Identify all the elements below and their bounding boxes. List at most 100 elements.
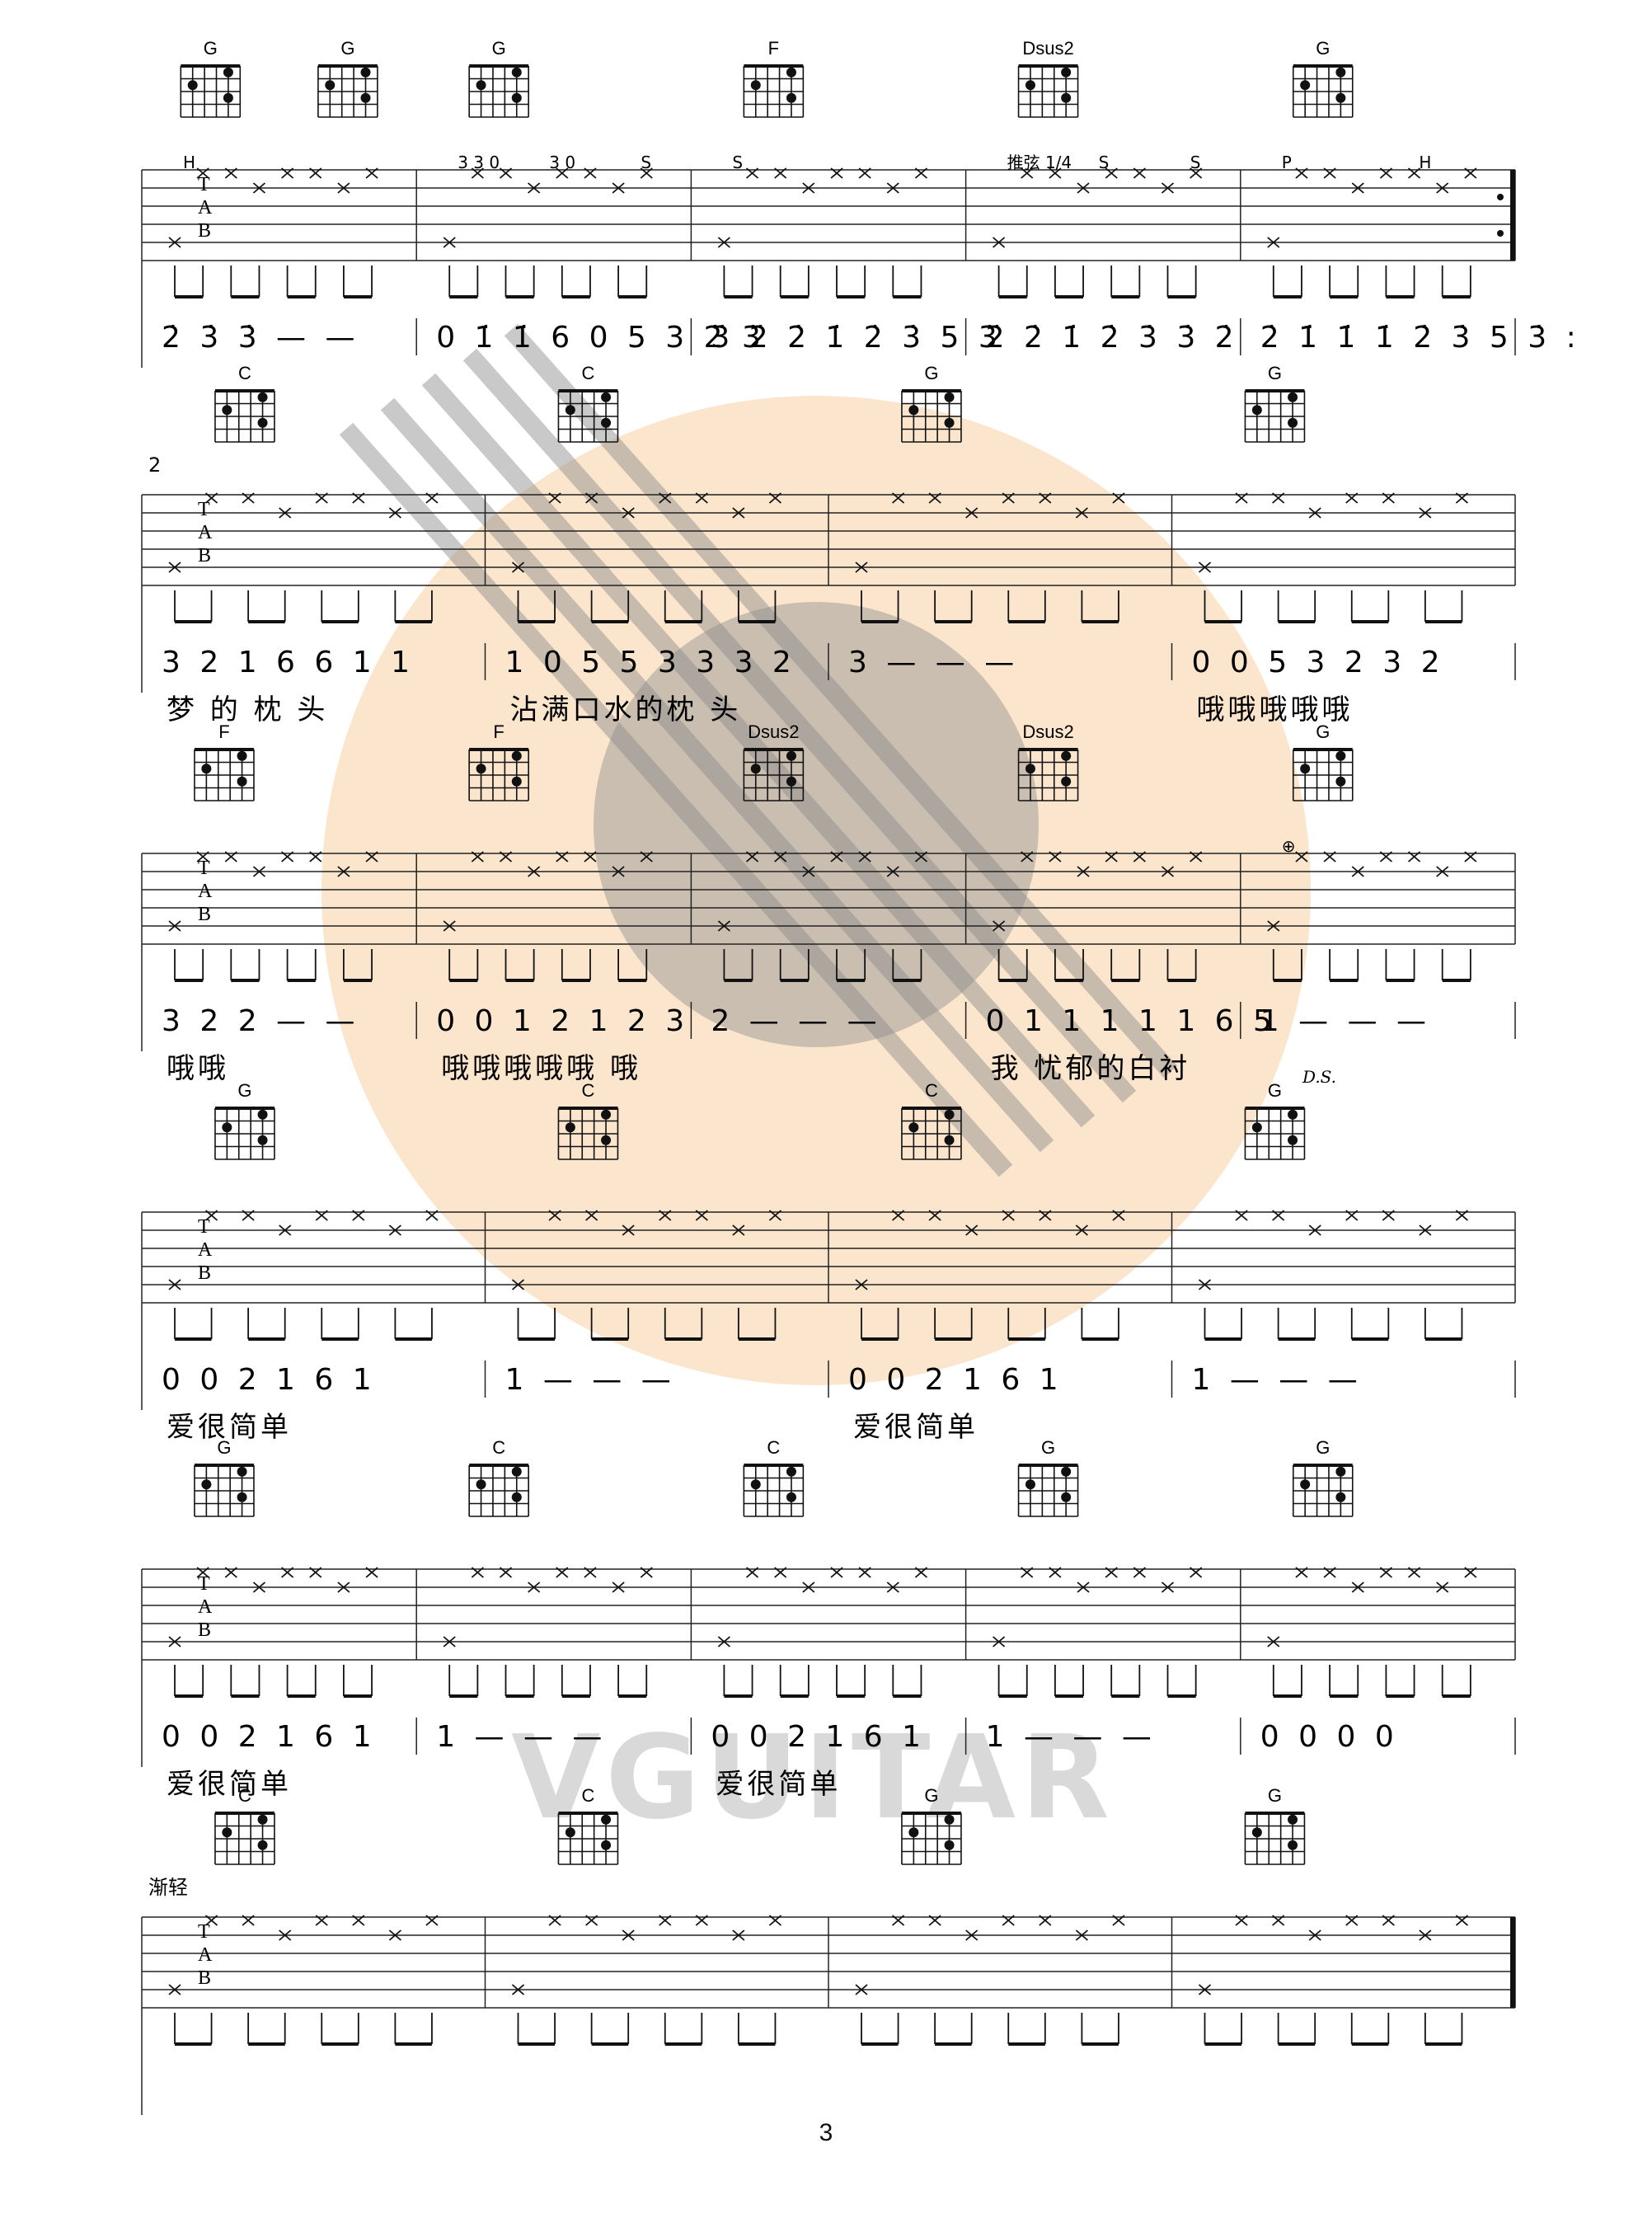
tab-clef: A: [198, 522, 213, 543]
note-x: [717, 237, 730, 248]
note-x: [965, 1224, 979, 1236]
chord-name: C: [238, 1785, 251, 1806]
finger-dot: [944, 1135, 955, 1145]
note-x: [196, 851, 209, 862]
finger-dot: [222, 1827, 232, 1838]
note-x: [1295, 851, 1308, 862]
finger-dot: [944, 417, 955, 428]
note-x: [993, 1636, 1006, 1647]
note-x: [622, 507, 635, 519]
note-x: [732, 1224, 745, 1236]
note-x: [802, 866, 815, 877]
page-number: 3: [819, 2119, 833, 2146]
note-x: [425, 492, 439, 504]
note-x: [717, 1636, 730, 1647]
finger-dot: [511, 1466, 522, 1477]
note-x: [1112, 1210, 1125, 1221]
finger-dot: [750, 764, 761, 774]
finger-dot: [750, 80, 761, 91]
note-x: [1295, 167, 1308, 179]
finger-dot: [565, 1122, 575, 1133]
note-x: [499, 1567, 513, 1578]
finger-dot: [1061, 776, 1072, 787]
note-x: [1308, 507, 1321, 519]
note-x: [1105, 167, 1118, 179]
note-x: [337, 866, 350, 877]
note-x: [365, 1567, 378, 1578]
jianpu-notation: 0 1 1 1 1 1 6 5: [986, 1004, 1277, 1038]
tab-clef: B: [198, 220, 211, 242]
finger-dot: [1288, 1814, 1298, 1825]
note-x: [1308, 1224, 1321, 1236]
finger-dot: [908, 405, 919, 416]
note-x: [196, 1567, 209, 1578]
note-x: [1075, 507, 1088, 519]
note-x: [659, 492, 672, 504]
measure: G1 — — —: [1192, 1080, 1516, 1398]
note-x: [585, 1915, 598, 1926]
finger-dot: [237, 1466, 247, 1477]
note-x: [1112, 1915, 1125, 1926]
note-x: [1112, 492, 1125, 504]
finger-dot: [1061, 67, 1072, 78]
chord-name: C: [767, 1437, 780, 1458]
chord-diagram: Dsus2: [1017, 38, 1079, 118]
note-x: [204, 1210, 218, 1221]
note-x: [281, 167, 294, 179]
finger-dot: [223, 92, 233, 103]
chord-diagram: C: [557, 363, 619, 443]
lyrics: 我 忧郁的白衬: [991, 1052, 1191, 1085]
note-x: [1308, 1929, 1321, 1941]
note-x: [928, 492, 941, 504]
chord-diagram: C: [743, 1437, 805, 1517]
note-x: [1407, 851, 1421, 862]
tab-clef: B: [198, 1262, 211, 1284]
tab-annotation: 推弦 1/4: [1007, 153, 1072, 172]
note-x: [548, 1915, 561, 1926]
note-x: [1419, 507, 1432, 519]
note-x: [443, 237, 456, 248]
jianpu-notation: 1 0 5 5 3 3 3 2: [505, 646, 796, 679]
measure: C1 — — —: [436, 1437, 692, 1755]
note-x: [830, 851, 843, 862]
measure: C: [511, 1785, 829, 2046]
note-x: [928, 1210, 941, 1221]
note-x: [365, 167, 378, 179]
finger-dot: [222, 1122, 232, 1133]
tab-annotation: 3 3 0: [458, 153, 500, 172]
note-x: [279, 1929, 292, 1941]
note-x: [1075, 1929, 1088, 1941]
note-x: [585, 492, 598, 504]
note-x: [993, 237, 1006, 248]
finger-dot: [1025, 1479, 1035, 1490]
chord-name: C: [492, 1437, 505, 1458]
finger-dot: [1288, 1135, 1298, 1145]
note-x: [168, 920, 181, 932]
note-x: [1464, 851, 1477, 862]
finger-dot: [257, 1814, 268, 1825]
note-x: [309, 851, 322, 862]
note-x: [914, 851, 928, 862]
note-x: [1161, 1581, 1175, 1593]
note-x: [732, 507, 745, 519]
chord-name: G: [1316, 721, 1330, 742]
chord-diagram: G: [214, 1080, 275, 1160]
chord-name: C: [582, 1785, 595, 1806]
note-x: [1455, 1210, 1469, 1221]
note-x: [1379, 1567, 1392, 1578]
finger-dot: [257, 1135, 268, 1145]
finger-dot: [1251, 405, 1262, 416]
note-x: [388, 1224, 401, 1236]
chord-diagram: G: [1244, 363, 1306, 443]
note-x: [695, 1210, 708, 1221]
jianpu-notation: 0 0 1 2 1 2 3: [436, 1004, 689, 1038]
note-x: [252, 1581, 266, 1593]
note-x: [1351, 182, 1364, 194]
note-x: [388, 507, 401, 519]
